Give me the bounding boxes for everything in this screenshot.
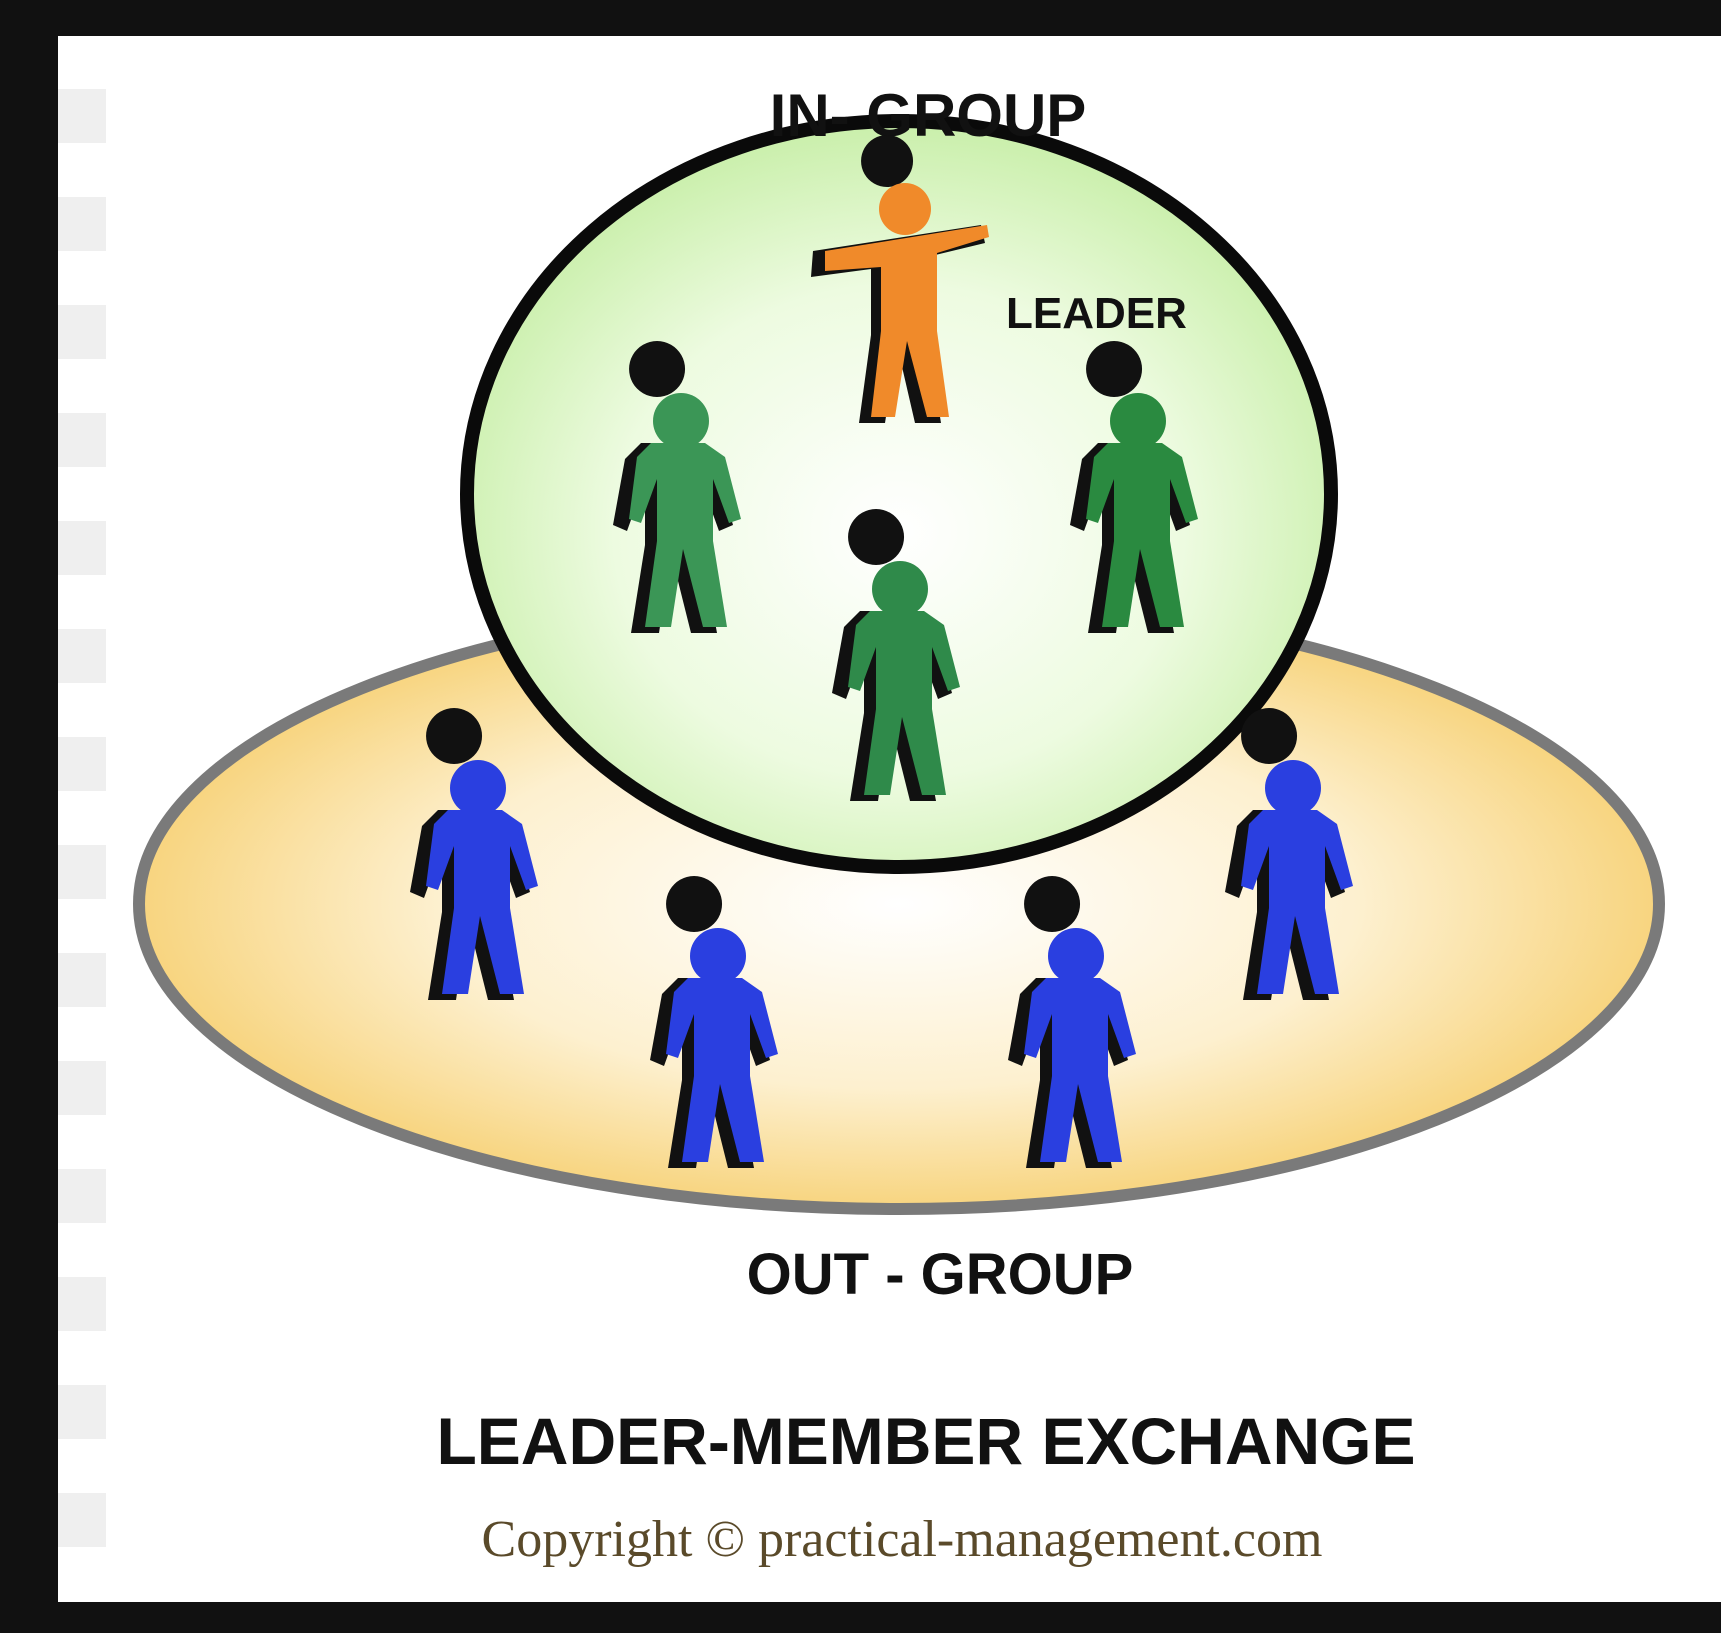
strip-block — [58, 845, 106, 899]
strip-block — [58, 1061, 106, 1115]
leader-label: LEADER — [1006, 289, 1187, 338]
strip-block — [58, 1277, 106, 1331]
in-group-circle — [460, 114, 1338, 874]
left-edge-strip — [58, 36, 106, 1602]
copyright-notice: Copyright © practical-management.com — [482, 1511, 1323, 1568]
diagram-title: LEADER-MEMBER EXCHANGE — [436, 1404, 1415, 1478]
strip-block — [58, 521, 106, 575]
strip-block — [58, 197, 106, 251]
strip-block — [58, 1385, 106, 1439]
strip-block — [58, 305, 106, 359]
in-group-label: IN- GROUP — [770, 82, 1087, 149]
leader-member-exchange-diagram: IN- GROUP LEADER OUT - GROUP LEADER-MEMB… — [133, 82, 1665, 1568]
out-group-label: OUT - GROUP — [747, 1242, 1134, 1307]
strip-block — [58, 1169, 106, 1223]
strip-block — [58, 737, 106, 791]
strip-block — [58, 1493, 106, 1547]
diagram-canvas: IN- GROUP LEADER OUT - GROUP LEADER-MEMB… — [58, 36, 1721, 1602]
strip-block — [58, 953, 106, 1007]
strip-block — [58, 629, 106, 683]
strip-block — [58, 413, 106, 467]
strip-block — [58, 89, 106, 143]
